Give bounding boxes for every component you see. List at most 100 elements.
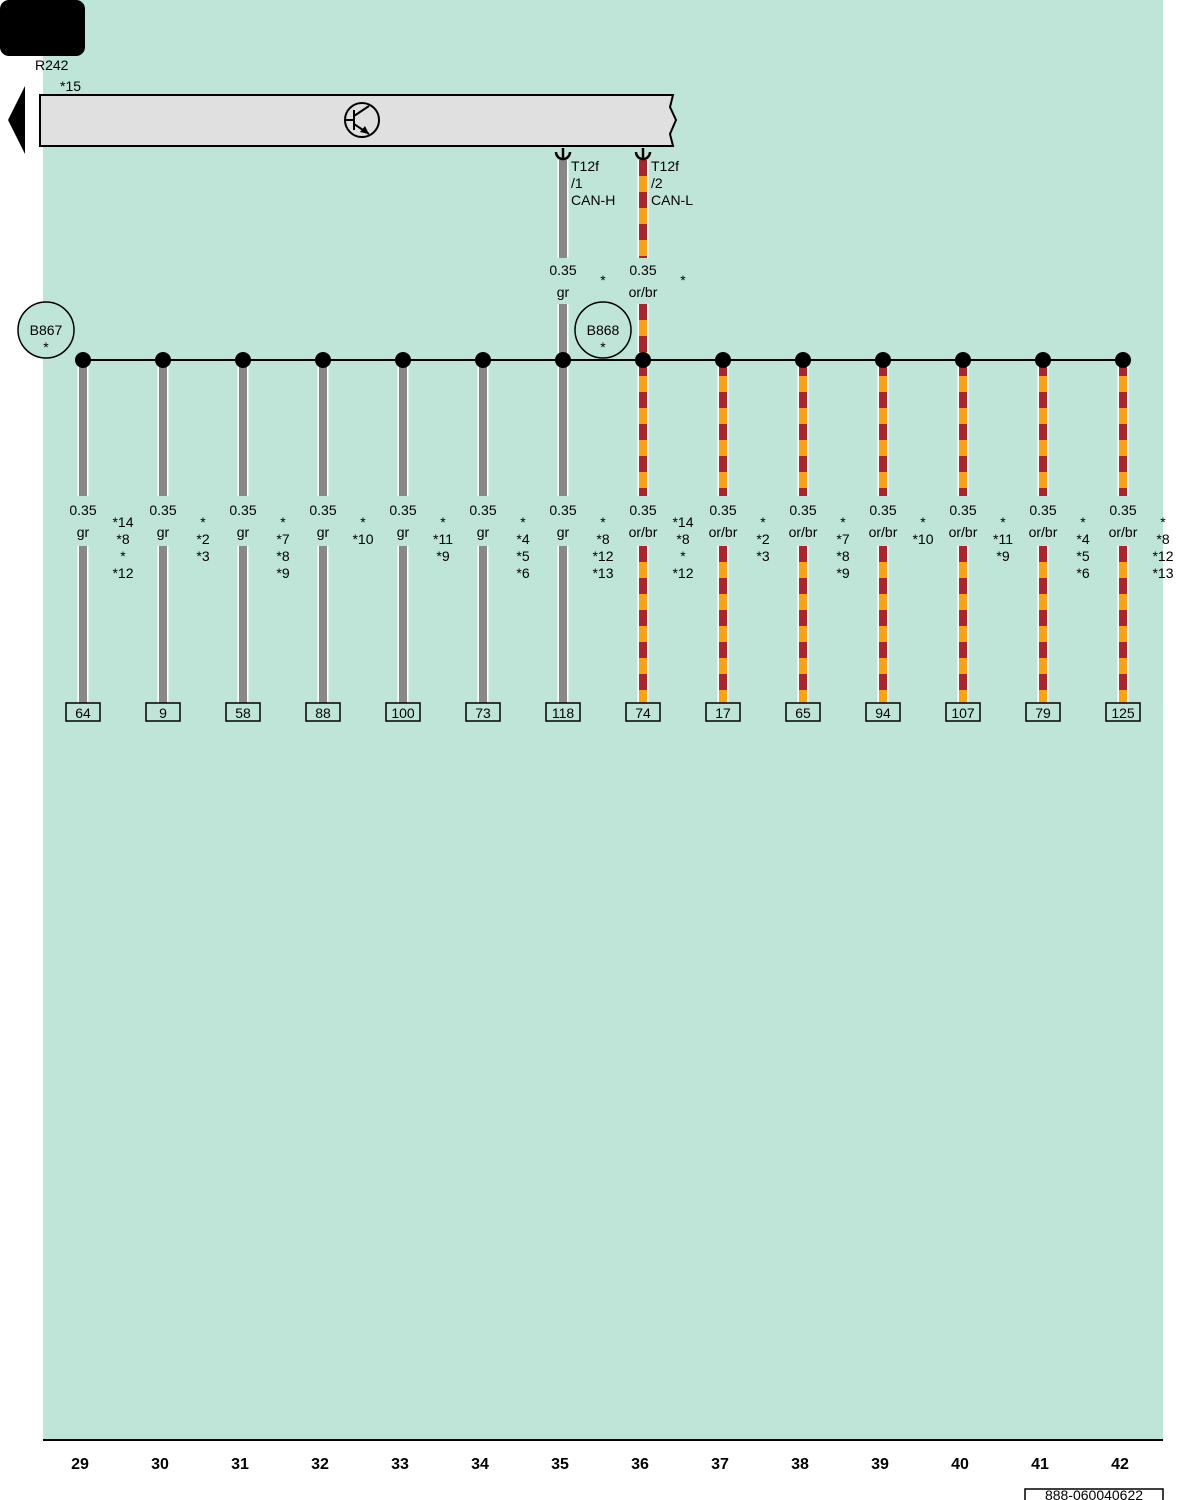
wire-note: *11 <box>993 531 1013 547</box>
terminal-box[interactable]: 79 <box>1025 702 1061 722</box>
wire-size: 0.35 <box>789 502 816 518</box>
component-note: *15 <box>60 78 81 94</box>
terminal-box[interactable]: 73 <box>465 702 501 722</box>
terminal-box[interactable]: 94 <box>865 702 901 722</box>
wire-note: *6 <box>1076 565 1089 581</box>
splice-node[interactable] <box>715 352 731 368</box>
signal-name: CAN-L <box>651 192 693 208</box>
terminal-box[interactable]: 125 <box>1105 702 1141 722</box>
splice-node[interactable] <box>875 352 891 368</box>
wire-note: * <box>200 514 206 530</box>
wire-note: *9 <box>436 548 449 564</box>
wire-note: *10 <box>352 531 373 547</box>
wire-note: * <box>1000 514 1006 530</box>
terminal-box[interactable]: 17 <box>705 702 741 722</box>
terminal-number: 73 <box>475 705 491 721</box>
header-tab <box>0 0 85 56</box>
terminal-number: 74 <box>635 705 651 721</box>
terminal-box[interactable]: 9 <box>145 702 181 722</box>
splice-node[interactable] <box>555 352 571 368</box>
terminal-box[interactable]: 65 <box>785 702 821 722</box>
wire-note: *12 <box>672 565 693 581</box>
terminal-frame <box>305 702 341 722</box>
connectors-layer <box>554 148 652 161</box>
terminal-frame <box>465 702 501 722</box>
wire-size: 0.35 <box>949 502 976 518</box>
splice-id: B867 <box>30 322 63 338</box>
connector-symbol-icon[interactable] <box>634 148 652 161</box>
control-module-box[interactable] <box>39 94 678 147</box>
wire-note: *8 <box>116 531 129 547</box>
splice-node[interactable] <box>75 352 91 368</box>
splice-label-circle[interactable]: B867* <box>17 301 75 359</box>
terminal-frame <box>705 702 741 722</box>
terminal-box[interactable]: 118 <box>545 702 581 722</box>
wire-note: * <box>1080 514 1086 530</box>
splice-node[interactable] <box>795 352 811 368</box>
splice-node[interactable] <box>955 352 971 368</box>
pin-id: T12f <box>651 158 679 174</box>
wire-note: *9 <box>276 565 289 581</box>
wire-color: or/br <box>869 524 898 540</box>
splice-node[interactable] <box>635 352 651 368</box>
pin-id: T12f <box>571 158 599 174</box>
doc-id-box <box>1024 1488 1164 1500</box>
wire-color: or/br <box>789 524 818 540</box>
signal-name: CAN-H <box>571 192 615 208</box>
wire-note: *8 <box>676 531 689 547</box>
wire-color: gr <box>477 524 490 540</box>
connector-symbol-icon[interactable] <box>554 148 572 161</box>
wire-note: *8 <box>1156 531 1169 547</box>
terminal-box[interactable]: 88 <box>305 702 341 722</box>
wire-note: *14 <box>672 514 693 530</box>
wire-note: *8 <box>596 531 609 547</box>
wire-color: or/br <box>709 524 738 540</box>
wire-note: *2 <box>756 531 769 547</box>
wire-note: *12 <box>1152 548 1173 564</box>
splice-node[interactable] <box>395 352 411 368</box>
wire-color: gr <box>77 524 90 540</box>
pin-number: /2 <box>651 175 663 191</box>
transistor-icon <box>344 102 380 138</box>
wire-size: 0.35 <box>69 502 96 518</box>
wire-note: * <box>280 514 286 530</box>
terminal-frame <box>385 702 421 722</box>
terminal-box[interactable]: 107 <box>945 702 981 722</box>
wire-color: or/br <box>1109 524 1138 540</box>
splice-node[interactable] <box>235 352 251 368</box>
wire-size: 0.35 <box>469 502 496 518</box>
terminal-number: 58 <box>235 705 251 721</box>
wire-size: 0.35 <box>869 502 896 518</box>
wire-note: * <box>360 514 366 530</box>
terminal-box[interactable]: 100 <box>385 702 421 722</box>
wire-note: * <box>1160 514 1166 530</box>
splice-node[interactable] <box>475 352 491 368</box>
splice-id: B868 <box>587 322 620 338</box>
terminal-box[interactable]: 58 <box>225 702 261 722</box>
splice-node[interactable] <box>315 352 331 368</box>
back-arrow-icon[interactable] <box>8 86 25 154</box>
wire-color: gr <box>557 524 570 540</box>
splice-node[interactable] <box>155 352 171 368</box>
splice-label-circle[interactable]: B868* <box>574 301 632 359</box>
terminal-number: 64 <box>75 705 91 721</box>
terminal-frame <box>225 702 261 722</box>
labels-layer: T12f/1CAN-H0.35gr*T12f/2CAN-L0.35or/br*0… <box>69 158 1173 581</box>
terminal-number: 9 <box>159 705 167 721</box>
wire-note: *13 <box>592 565 613 581</box>
wire-note: *6 <box>516 565 529 581</box>
splice-node[interactable] <box>1115 352 1131 368</box>
terminal-number: 100 <box>391 705 415 721</box>
wire-note: *9 <box>836 565 849 581</box>
wire-size: 0.35 <box>309 502 336 518</box>
splice-node[interactable] <box>1035 352 1051 368</box>
terminal-box[interactable]: 64 <box>65 702 101 722</box>
column-number: 34 <box>471 1456 489 1473</box>
wire-size: 0.35 <box>1029 502 1056 518</box>
column-number: 42 <box>1111 1456 1129 1473</box>
column-number: 30 <box>151 1456 169 1473</box>
terminal-frame <box>1105 702 1141 722</box>
wire-note: * <box>840 514 846 530</box>
splice-note: * <box>43 339 49 355</box>
terminal-box[interactable]: 74 <box>625 702 661 722</box>
